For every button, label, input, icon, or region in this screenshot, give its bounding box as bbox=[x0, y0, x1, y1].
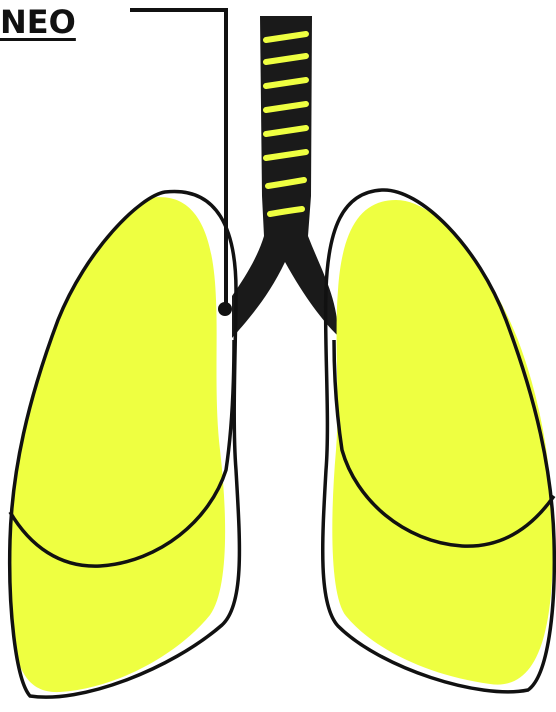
left-lung-fill bbox=[10, 197, 225, 692]
marker-dot bbox=[218, 302, 232, 316]
trachea bbox=[232, 16, 338, 338]
right-lung-fill bbox=[332, 200, 553, 685]
diagram-label: NEO bbox=[0, 2, 76, 42]
